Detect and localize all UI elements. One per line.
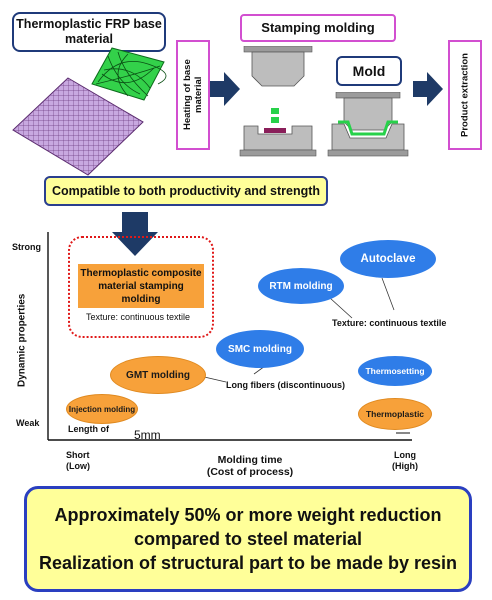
conclusion-line-3: Realization of structural part to be mad… [38, 553, 458, 573]
y-axis-title: Dynamic properties [14, 280, 30, 400]
frp-sheet-illustration [12, 77, 144, 176]
conclusion-line-2: compared to steel material [133, 529, 363, 549]
stamping-molding-label: Stamping molding [240, 14, 396, 42]
base-material-label: Thermoplastic FRP base material [12, 12, 166, 52]
injection-ellipse: Injection molding [66, 394, 138, 424]
x-label-long-1: Long [394, 450, 416, 460]
mold-label: Mold [336, 56, 402, 86]
x-label-short-2: (Low) [66, 461, 90, 471]
compatible-text: Compatible to both productivity and stre… [51, 184, 321, 198]
press-closed-illustration [327, 92, 409, 157]
x-axis-subtitle-text: (Cost of process) [206, 466, 294, 478]
x-label-long-2: (High) [392, 461, 418, 471]
x-label-long: Long (High) [392, 450, 418, 472]
texture-left-label: Texture: continuous textile [86, 312, 191, 322]
smc-text: SMC molding [228, 343, 292, 355]
process-arrow-1 [210, 72, 240, 106]
smc-ellipse: SMC molding [216, 330, 304, 368]
thermosetting-ellipse: Thermosetting [358, 356, 432, 386]
conclusion-line-1: Approximately 50% or more weight reducti… [54, 505, 442, 525]
stamping-composite-box: Thermoplastic composite material stampin… [78, 264, 204, 308]
fiber-sheet-illustration [91, 47, 167, 101]
stamping-composite-text: Thermoplastic composite material stampin… [80, 267, 202, 305]
thermoplastic-ellipse: Thermoplastic [358, 398, 432, 430]
base-material-text: Thermoplastic FRP base material [16, 17, 162, 46]
length-of-label: Length of [68, 424, 109, 434]
y-label-strong: Strong [12, 242, 41, 252]
autoclave-text: Autoclave [360, 253, 416, 265]
rtm-ellipse: RTM molding [258, 268, 344, 304]
down-arrow [112, 212, 158, 256]
long-fibers-label: Long fibers (discontinuous) [226, 380, 345, 390]
compatible-banner: Compatible to both productivity and stre… [44, 176, 328, 206]
y-label-weak: Weak [16, 418, 40, 428]
y-axis-title-text: Dynamic properties [16, 293, 28, 387]
gmt-text: GMT molding [126, 369, 190, 381]
stamping-text: Stamping molding [261, 20, 375, 35]
x-axis-title-text: Molding time [217, 454, 283, 466]
mold-text: Mold [352, 63, 386, 79]
injection-text: Injection molding [68, 404, 136, 414]
rtm-text: RTM molding [269, 280, 333, 292]
process-arrow-2 [413, 72, 443, 106]
x-label-short-1: Short [66, 450, 90, 460]
conclusion-box: Approximately 50% or more weight reducti… [24, 486, 472, 592]
press-open-illustration [239, 46, 317, 157]
highlight-region [68, 236, 214, 338]
x-label-short: Short (Low) [66, 450, 90, 472]
texture-right-label: Texture: continuous textile [332, 318, 447, 328]
thermoplastic-text: Thermoplastic [365, 409, 425, 419]
five-mm-label: 5mm [134, 428, 161, 442]
thermosetting-text: Thermosetting [365, 366, 425, 376]
x-axis-title: Molding time (Cost of process) [190, 454, 310, 478]
autoclave-ellipse: Autoclave [340, 240, 436, 278]
gmt-ellipse: GMT molding [110, 356, 206, 394]
